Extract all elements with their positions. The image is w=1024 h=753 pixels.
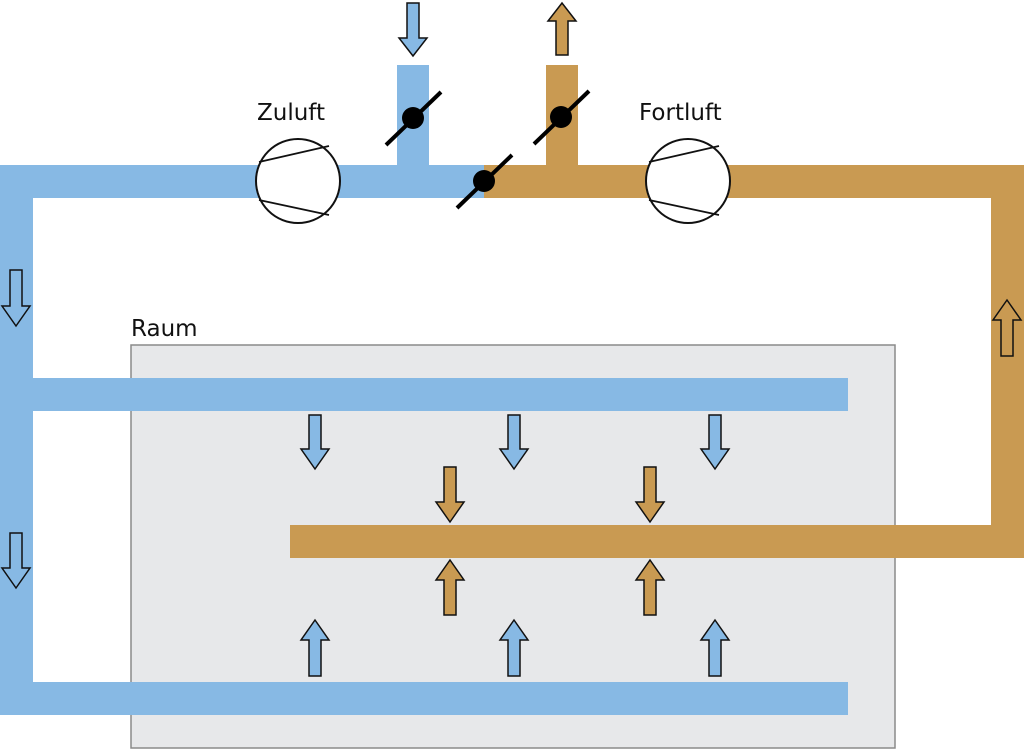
exhaust-duct-right-riser [991, 165, 1024, 558]
supply-duct-left-riser [0, 165, 33, 715]
exhaust-air-label: Fortluft [639, 100, 722, 126]
supply-diffuser-arrow-down-icon [299, 414, 331, 471]
exhaust-intake-arrow-down-icon [634, 466, 666, 524]
exhaust-flow-arrow-icon [991, 298, 1023, 357]
recirculation-damper-icon [455, 153, 514, 210]
supply-duct-network [0, 65, 848, 715]
supply-duct-room-lower [0, 682, 848, 715]
supply-duct-room-upper [0, 378, 848, 411]
exhaust-intake-arrow-up-icon [434, 558, 466, 616]
exhaust-outlet-damper-icon [532, 89, 591, 146]
exhaust-fan-icon [645, 138, 731, 224]
supply-flow-arrow-upper-icon [0, 269, 32, 328]
supply-diffuser-arrow-up-icon [498, 618, 530, 677]
supply-diffuser-arrow-down-icon [699, 414, 731, 471]
room-label: Raum [131, 316, 198, 342]
supply-diffuser-arrow-up-icon [699, 618, 731, 677]
exhaust-intake-arrow-down-icon [434, 466, 466, 524]
supply-intake-damper-icon [384, 90, 443, 147]
exhaust-duct-room [290, 525, 1024, 558]
supply-air-label: Zuluft [257, 100, 325, 126]
supply-fan-icon [255, 138, 341, 224]
supply-diffuser-arrow-up-icon [299, 618, 331, 677]
supply-flow-arrow-lower-icon [0, 532, 32, 590]
supply-diffuser-arrow-down-icon [498, 414, 530, 471]
exhaust-outlet-arrow-icon [546, 1, 578, 56]
exhaust-intake-arrow-up-icon [634, 558, 666, 616]
supply-intake-arrow-icon [397, 2, 429, 58]
